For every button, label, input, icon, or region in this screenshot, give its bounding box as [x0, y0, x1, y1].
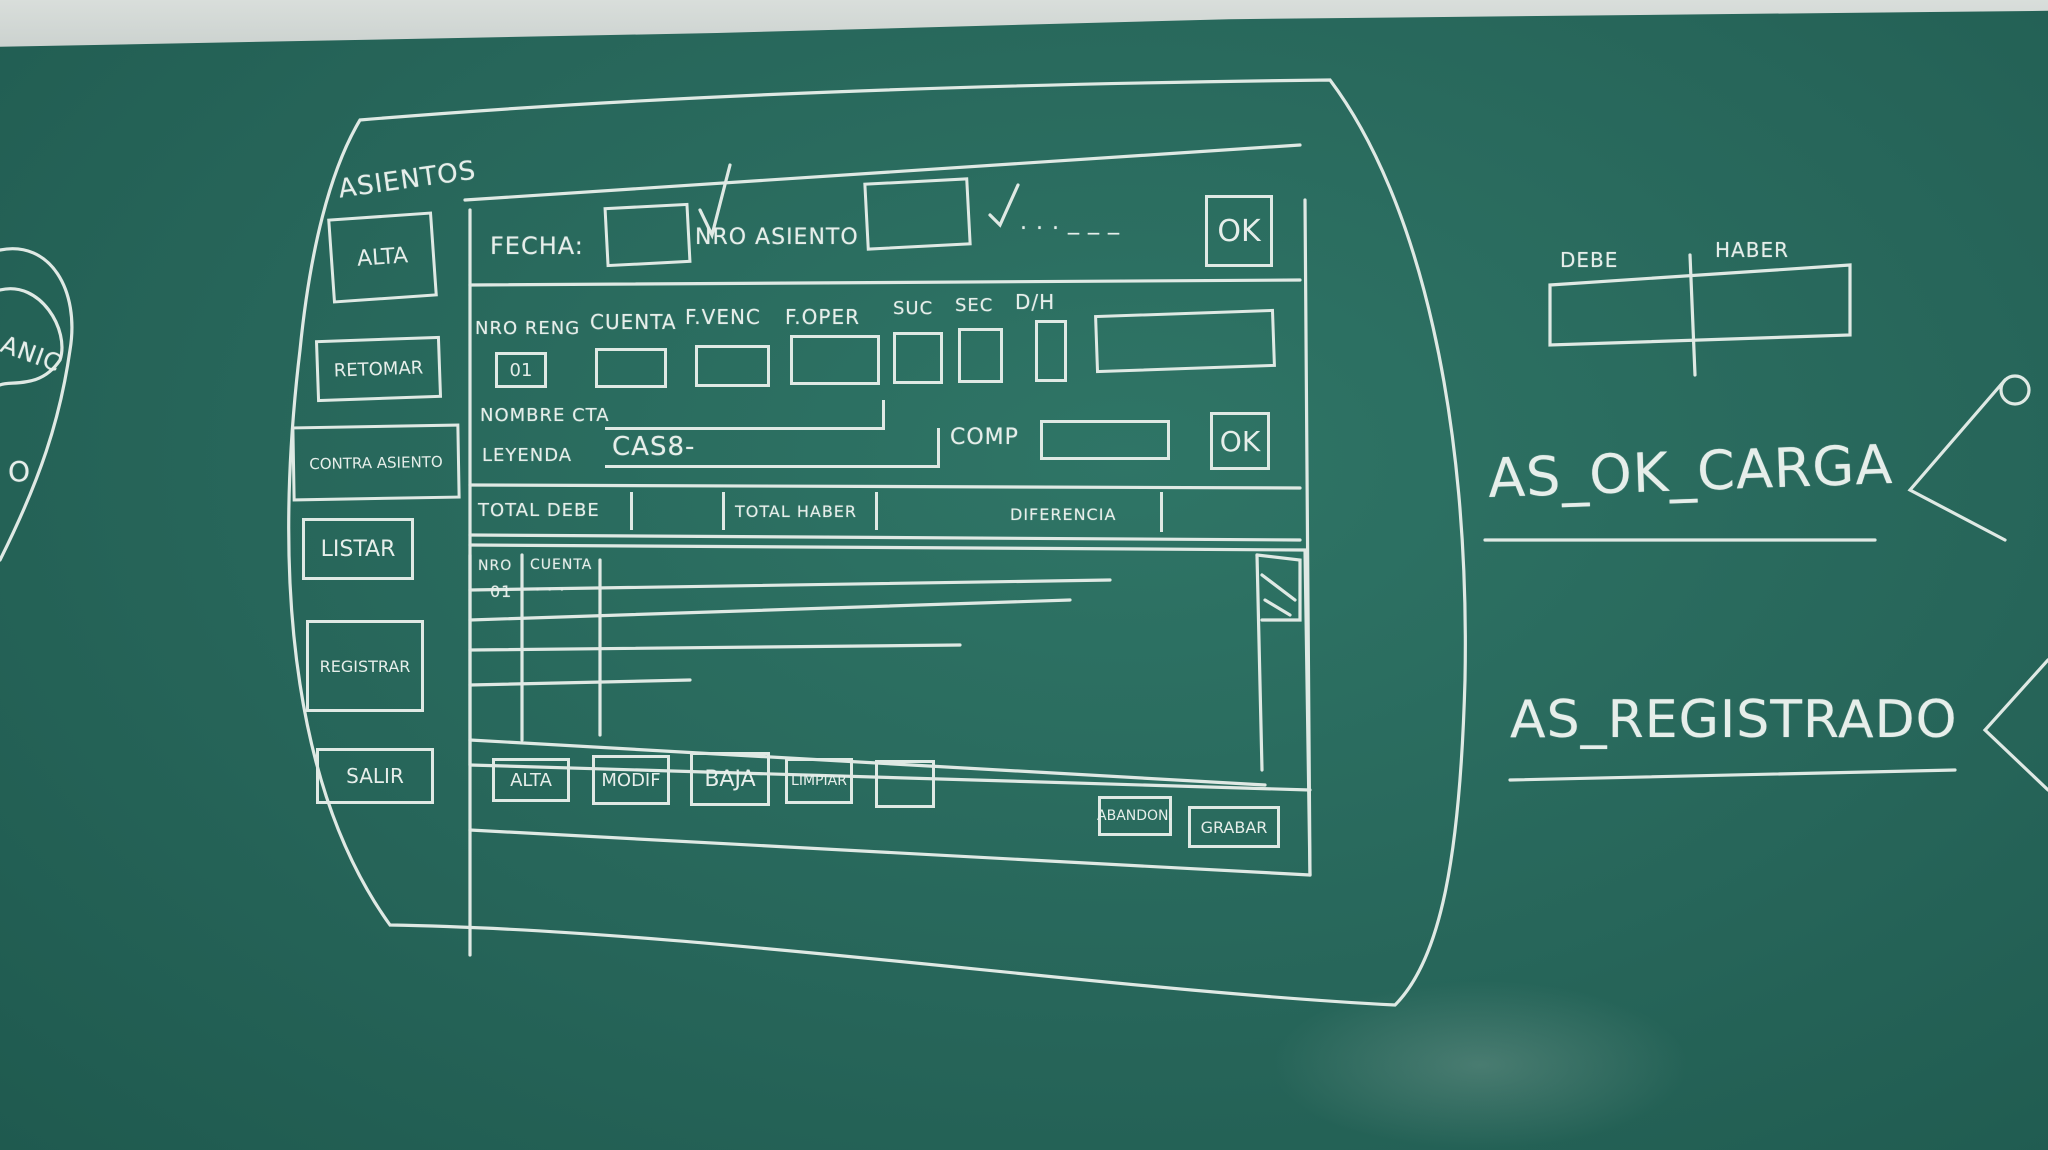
total-haber-label: TOTAL HABER	[735, 502, 858, 521]
diferencia-label: DIFERENCIA	[1010, 505, 1117, 524]
cuenta-field[interactable]	[595, 348, 667, 388]
suc-header: SUC	[893, 298, 934, 319]
importe-field[interactable]	[1094, 308, 1276, 374]
diferencia-field[interactable]	[1160, 492, 1270, 532]
sec-field[interactable]	[958, 328, 1003, 383]
f-venc-header: F.VENC	[685, 305, 761, 329]
sidebar-salir-button[interactable]: SALIR	[316, 748, 434, 804]
total-debe-label: TOTAL DEBE	[478, 500, 600, 521]
f-venc-field[interactable]	[695, 345, 770, 387]
total-haber-field[interactable]	[875, 492, 1000, 530]
dh-header: D/H	[1015, 290, 1056, 314]
cuenta-header: CUENTA	[590, 310, 677, 334]
header-dots: . . . _ _ _	[1020, 210, 1120, 235]
abandon-button[interactable]: ABANDON.	[1097, 796, 1173, 836]
sidebar-listar-button[interactable]: LISTAR	[302, 518, 414, 580]
sidebar-contra-asiento-button[interactable]: CONTRA ASIENTO	[291, 423, 461, 502]
f-oper-header: F.OPER	[785, 305, 860, 329]
nro-asiento-field[interactable]	[863, 177, 972, 251]
grid-limpiar-button[interactable]: LIMPIAR	[785, 758, 853, 804]
total-debe-field[interactable]	[630, 492, 725, 530]
fecha-label: FECHA:	[490, 232, 584, 260]
sec-header: SEC	[955, 295, 994, 316]
grid-extra-field[interactable]	[875, 760, 935, 808]
nro-reng-header: NRO RENG	[475, 318, 581, 339]
nombre-cta-label: NOMBRE CTA	[480, 405, 610, 426]
grid-header-cuenta: CUENTA	[530, 557, 593, 573]
grid-header-nro: NRO	[478, 558, 513, 574]
left-fragment-circle-text: O	[8, 455, 32, 488]
haber-label: HABER	[1715, 238, 1789, 262]
suc-field[interactable]	[893, 332, 943, 384]
grid-modif-button[interactable]: MODIF	[592, 755, 670, 805]
header-ok-button[interactable]: OK	[1205, 195, 1273, 267]
comp-field[interactable]	[1040, 420, 1170, 460]
grid-baja-button[interactable]: BAJA	[690, 752, 770, 806]
grid-row-nro: 01	[490, 582, 513, 601]
dh-field[interactable]	[1035, 320, 1067, 382]
leyenda-value: CAS8-	[612, 432, 696, 462]
debe-label: DEBE	[1560, 248, 1619, 272]
grabar-button[interactable]: GRABAR	[1188, 806, 1280, 848]
leyenda-field[interactable]	[605, 428, 940, 468]
eraser-smudge	[1270, 980, 1690, 1150]
sidebar-alta-button[interactable]: ALTA	[327, 211, 438, 304]
grid-alta-button[interactable]: ALTA	[492, 758, 570, 802]
sidebar-registrar-button[interactable]: REGISTRAR	[306, 620, 424, 712]
f-oper-field[interactable]	[790, 335, 880, 385]
leyenda-ok-button[interactable]: OK	[1210, 412, 1270, 470]
nombre-cta-field[interactable]	[605, 400, 885, 430]
state-registrado: AS_REGISTRADO	[1510, 690, 1958, 750]
grid-row-cuenta: · · ·	[535, 580, 566, 599]
sidebar-retomar-button[interactable]: RETOMAR	[314, 335, 443, 403]
leyenda-label: LEYENDA	[482, 445, 573, 466]
fecha-field[interactable]	[603, 202, 692, 268]
nro-asiento-label: NRO ASIENTO	[695, 225, 859, 250]
comp-label: COMP	[950, 425, 1019, 450]
nro-reng-field[interactable]: 01	[495, 352, 547, 388]
